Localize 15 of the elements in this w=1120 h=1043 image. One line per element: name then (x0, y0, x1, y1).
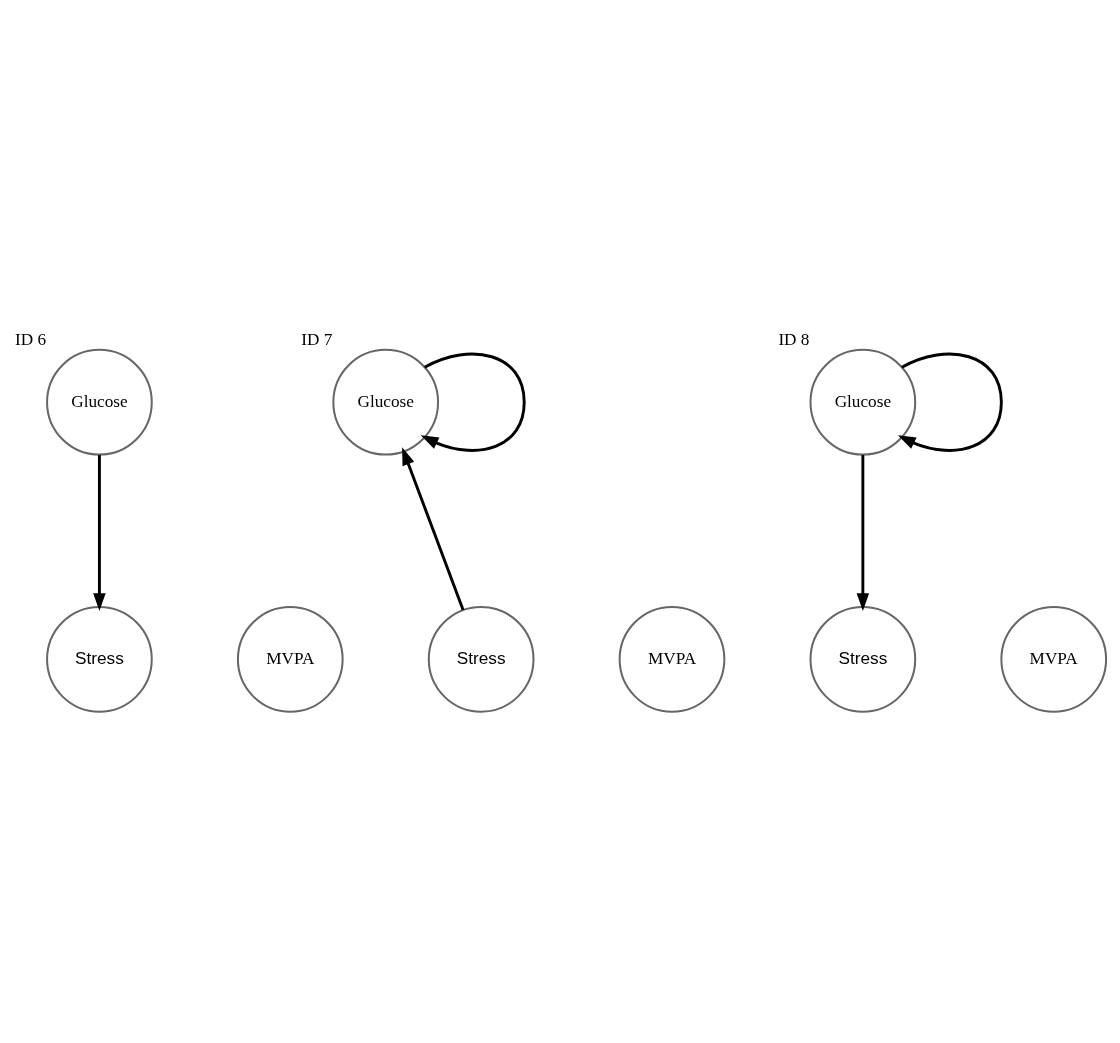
node-circle: MVPA (236, 606, 344, 713)
arrow (856, 455, 870, 611)
node-circle: Glucose (46, 348, 153, 456)
arrow (93, 455, 106, 611)
node-label: ID 6 (14, 330, 47, 350)
node-circle: MVPA (1000, 606, 1108, 713)
arrow (420, 352, 526, 452)
arrow (897, 352, 1003, 452)
node-circle: Stress (46, 606, 153, 713)
node-label: ID 7 (301, 330, 333, 350)
node-label: ID 8 (778, 330, 810, 350)
node-circle: Stress (427, 606, 535, 713)
arrow (402, 447, 465, 611)
node-circle: Stress (809, 606, 917, 713)
node-circle: MVPA (618, 606, 726, 713)
